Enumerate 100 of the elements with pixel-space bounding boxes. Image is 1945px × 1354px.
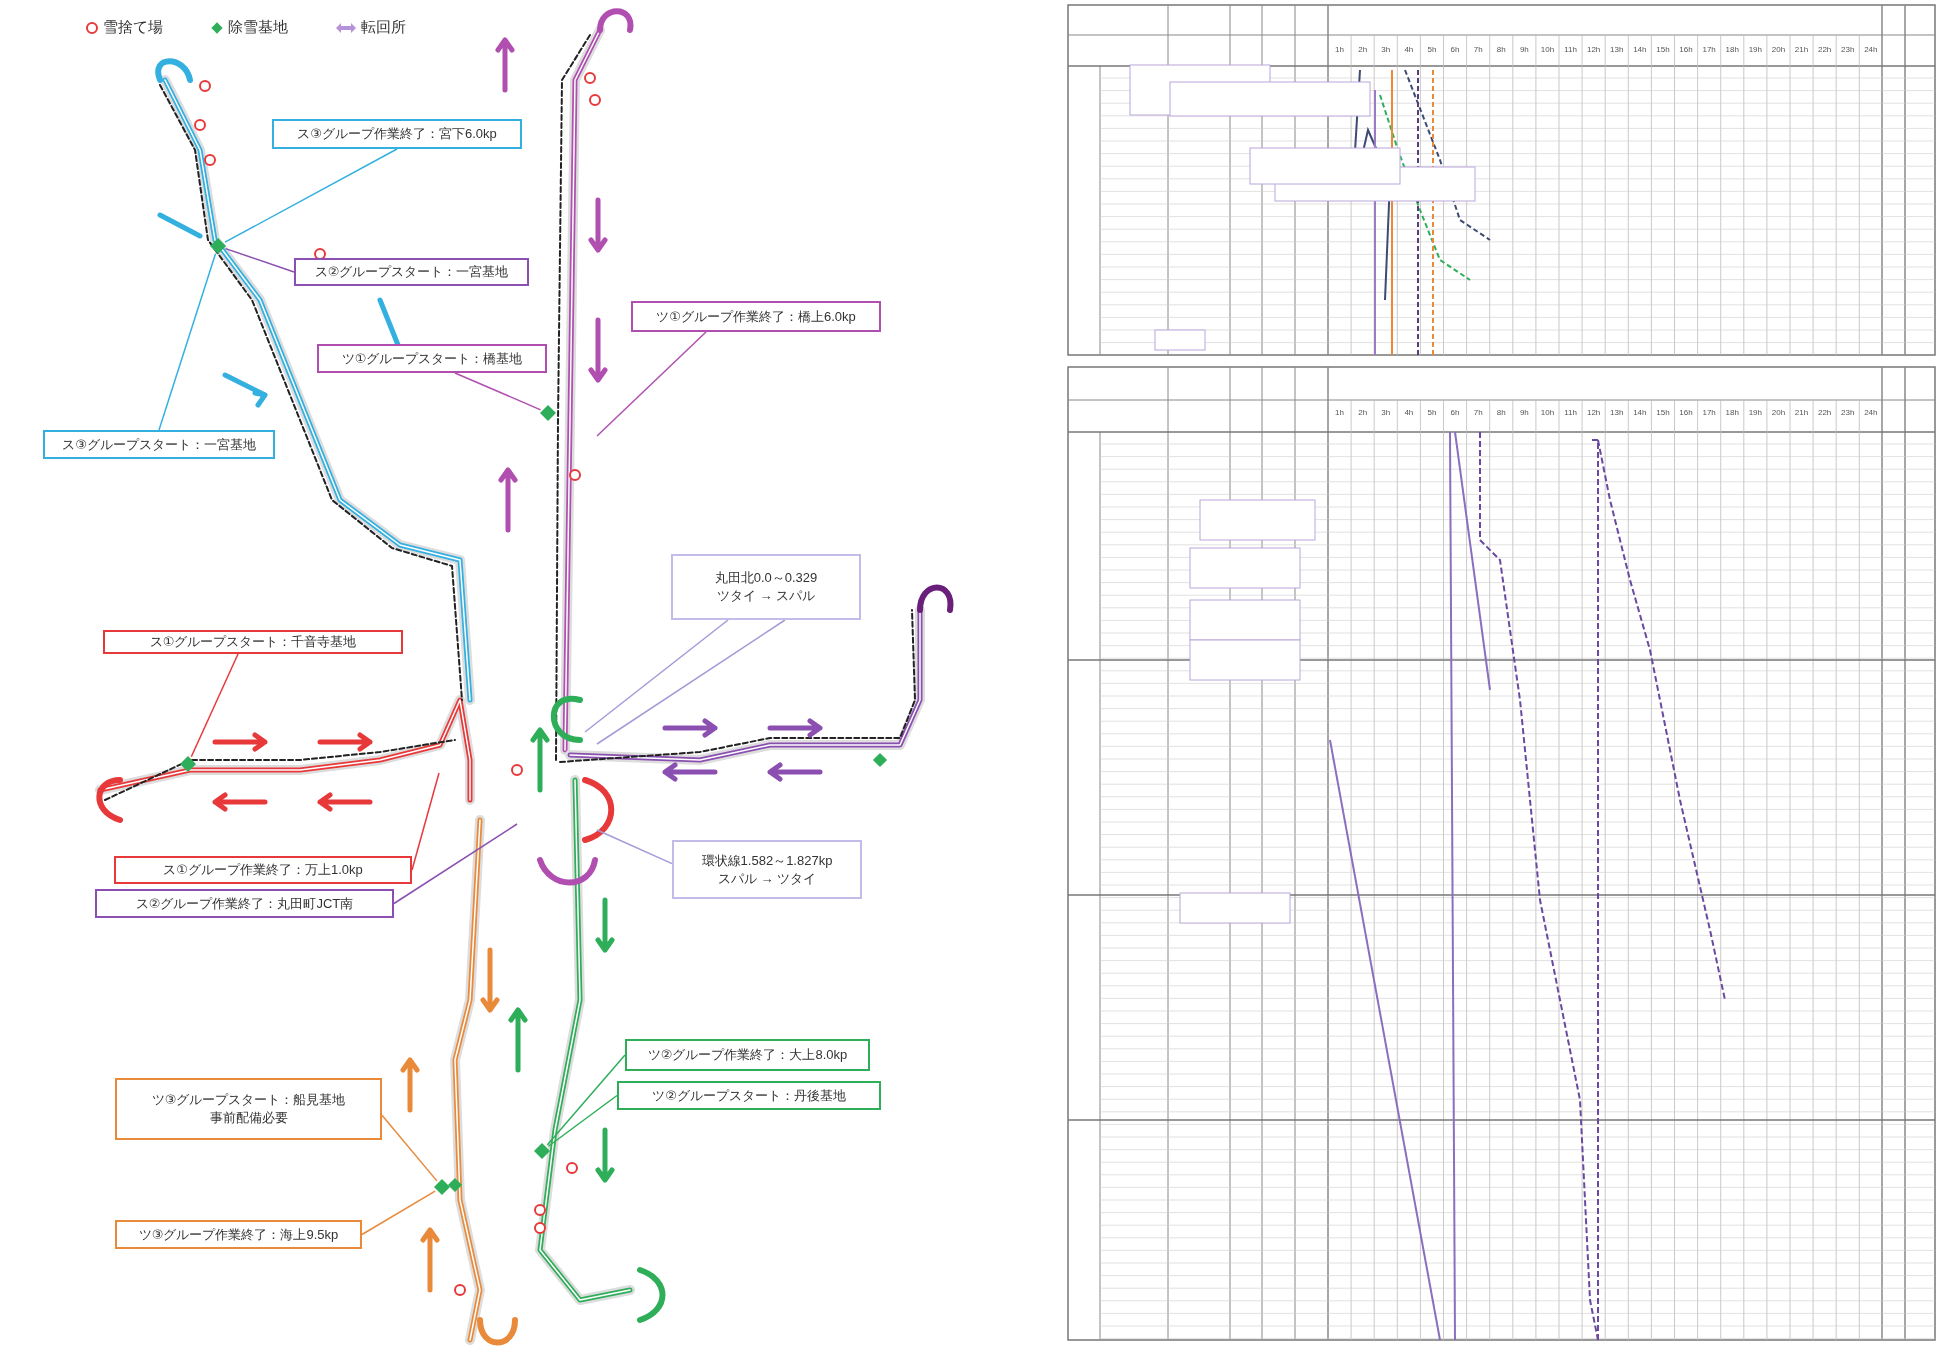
hour-label: 8h — [1496, 45, 1506, 54]
leader-line — [596, 331, 707, 437]
hour-label: 1h — [1335, 45, 1344, 54]
hour-label: 16h — [1679, 408, 1693, 417]
hour-label: 7h — [1473, 45, 1483, 54]
hour-label: 7h — [1473, 408, 1483, 417]
hour-label: 24h — [1864, 45, 1878, 54]
base-diamond — [180, 756, 196, 772]
hour-label: 13h — [1610, 45, 1624, 54]
hour-label: 17h — [1702, 408, 1716, 417]
base-diamond — [534, 1143, 550, 1159]
hour-label: 17h — [1702, 45, 1716, 54]
callout-text: ツ③グループ作業終了：海上9.5kp — [138, 1225, 339, 1244]
callout-text: ス③グループ作業終了：宮下6.0kp — [297, 125, 497, 143]
callout-text: ツ①グループスタート：橋基地 — [341, 349, 523, 368]
hour-label: 23h — [1841, 45, 1855, 54]
base-diamond — [434, 1179, 450, 1195]
callout-text: ス②グループスタート：一宮基地 — [314, 263, 509, 281]
base-diamond — [210, 238, 226, 254]
leader-line — [224, 148, 398, 243]
leader-line — [224, 247, 295, 273]
hour-label: 19h — [1748, 45, 1762, 54]
callout-box — [631, 301, 881, 332]
callout-text: ツ③グループスタート：船見基地 — [151, 1091, 346, 1109]
hour-label: 9h — [1519, 408, 1529, 417]
callout-text: ス②グループ作業終了：丸田町JCT南 — [135, 894, 354, 913]
leader-line — [381, 1114, 438, 1182]
legend-text: 転回所 — [361, 18, 406, 37]
hour-label: 15h — [1656, 45, 1670, 54]
callout-text: ス③グループスタート：一宮基地 — [62, 435, 256, 454]
hour-label: 1h — [1335, 408, 1344, 417]
callout-text: ス①グループ作業終了：万上1.0kp — [163, 861, 363, 879]
hour-label: 6h — [1450, 45, 1460, 54]
hour-label: 23h — [1841, 408, 1855, 417]
hour-label: 20h — [1771, 45, 1786, 54]
callout-box — [294, 258, 529, 286]
hour-label: 15h — [1656, 408, 1670, 417]
callout-box — [114, 856, 412, 884]
hour-label: 13h — [1610, 408, 1624, 417]
hour-label: 4h — [1404, 408, 1414, 417]
callout-box — [115, 1078, 382, 1140]
leader-line — [596, 829, 673, 865]
callout-box — [672, 840, 862, 899]
leader-line — [546, 1054, 626, 1146]
leader-line — [158, 252, 217, 431]
hour-label: 3h — [1381, 45, 1391, 54]
hour-label: 22h — [1817, 45, 1832, 54]
leader-line — [393, 823, 518, 905]
hour-label: 16h — [1679, 45, 1693, 54]
hour-label: 2h — [1358, 408, 1368, 417]
hour-label: 18h — [1725, 45, 1739, 54]
callout-text: 事前配備必要 — [209, 1109, 288, 1127]
hour-label: 20h — [1771, 408, 1786, 417]
callout-box — [317, 344, 547, 373]
callout-text: ツ②グループ作業終了：大上8.0kp — [647, 1046, 848, 1064]
callout-box — [272, 119, 522, 149]
hour-label: 12h — [1586, 45, 1601, 54]
hour-label: 2h — [1358, 45, 1368, 54]
hour-label: 11h — [1564, 45, 1577, 54]
hour-label: 24h — [1864, 408, 1878, 417]
callout-box — [115, 1220, 362, 1249]
hour-label: 5h — [1427, 45, 1437, 54]
hour-label: 10h — [1540, 408, 1555, 417]
callout-text: 丸田北0.0～0.329 — [714, 569, 818, 587]
callout-box — [617, 1081, 881, 1110]
callout-text: ツ①グループ作業終了：橋上6.0kp — [656, 307, 856, 326]
callout-text: ツタイ → スパル — [716, 587, 816, 605]
leader-line — [454, 372, 542, 411]
hour-label: 21h — [1794, 408, 1809, 417]
base-diamond — [540, 405, 556, 421]
hour-label: 10h — [1540, 45, 1555, 54]
legend-text: 除雪基地 — [228, 18, 288, 37]
hour-label: 4h — [1404, 45, 1414, 54]
hour-label: 14h — [1633, 408, 1647, 417]
leader-line — [547, 1094, 618, 1147]
hour-label: 11h — [1564, 408, 1577, 417]
hour-label: 12h — [1586, 408, 1601, 417]
callout-text: 環状線1.582～1.827kp — [701, 851, 833, 870]
hour-label: 21h — [1794, 45, 1809, 54]
callout-box — [625, 1039, 870, 1071]
hour-label: 18h — [1725, 408, 1739, 417]
callout-box — [43, 430, 275, 459]
hour-label: 22h — [1817, 408, 1832, 417]
callout-text: スパル → ツタイ — [717, 869, 817, 888]
callout-box — [103, 630, 403, 654]
callout-box — [95, 889, 394, 918]
hour-label: 5h — [1427, 408, 1437, 417]
callout-text: ツ②グループスタート：丹後基地 — [652, 1086, 846, 1105]
hour-label: 9h — [1519, 45, 1529, 54]
leader-line — [361, 1190, 436, 1236]
leader-line — [596, 619, 786, 745]
callout-box — [671, 554, 861, 620]
hour-label: 8h — [1496, 408, 1506, 417]
legend-text: 雪捨て場 — [103, 18, 163, 37]
leader-line — [584, 619, 729, 733]
hour-label: 19h — [1748, 408, 1762, 417]
callout-text: ス①グループスタート：千音寺基地 — [149, 633, 357, 651]
leader-line — [190, 653, 239, 758]
hour-label: 14h — [1633, 45, 1647, 54]
hour-label: 3h — [1381, 408, 1391, 417]
